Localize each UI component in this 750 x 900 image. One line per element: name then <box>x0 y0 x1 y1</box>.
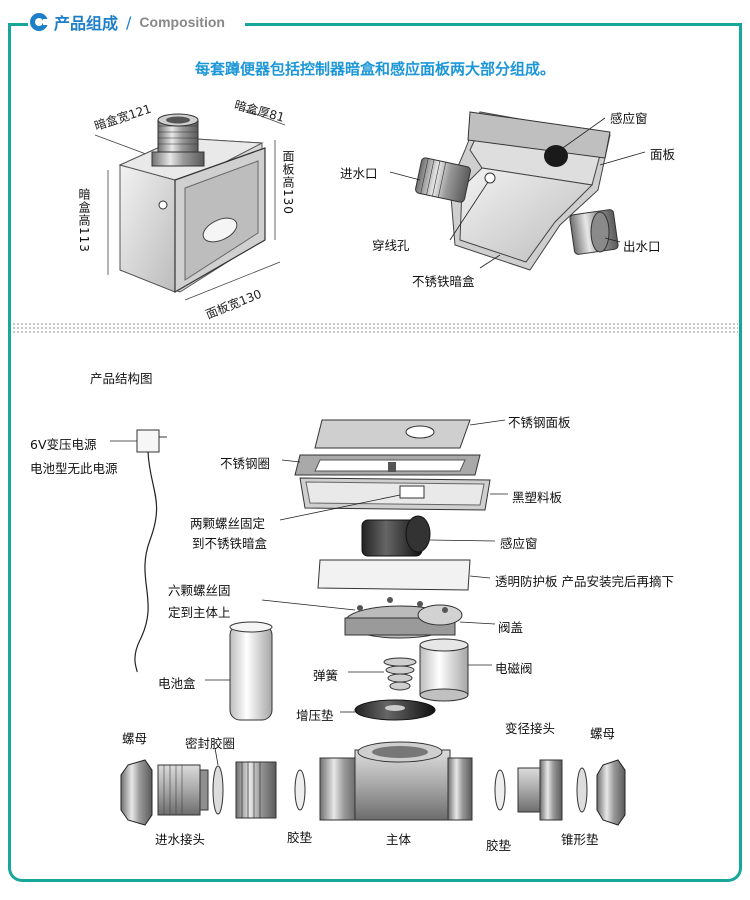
label-reducer: 变径接头 <box>505 721 556 736</box>
label-screws-six-line2: 定到主体上 <box>168 605 231 620</box>
label-box-height: 暗盒高113 <box>77 188 91 253</box>
exploded-view-drawing <box>110 419 626 826</box>
label-seal-ring: 密封胶圈 <box>185 736 236 751</box>
label-ss-panel: 不锈钢面板 <box>508 415 571 430</box>
dotted-divider <box>12 322 738 334</box>
label-water-outlet: 出水口 <box>623 239 661 254</box>
valve-box-drawing <box>389 111 646 271</box>
label-nut-left: 螺母 <box>122 731 148 746</box>
label-ss-ring: 不锈钢圈 <box>220 456 271 471</box>
label-ss-box: 不锈铁暗盒 <box>412 274 475 289</box>
label-main-body: 主体 <box>386 832 412 847</box>
label-structure-title: 产品结构图 <box>90 371 153 386</box>
label-protect-board: 透明防护板 产品安装完后再摘下 <box>495 574 674 589</box>
logo-icon <box>30 13 49 31</box>
label-panel-height: 面板高130 <box>281 150 295 215</box>
label-power-line2: 电池型无此电源 <box>30 461 118 476</box>
label-cone-pad: 锥形垫 <box>561 832 599 847</box>
page-frame <box>8 24 742 882</box>
label-panel: 面板 <box>650 147 676 162</box>
label-gasket-left: 胶垫 <box>287 830 313 845</box>
label-sensor-window-top: 感应窗 <box>610 111 648 126</box>
header-slash: / <box>126 12 132 32</box>
label-water-inlet: 进水口 <box>340 166 378 181</box>
label-valve-cover: 阀盖 <box>498 620 524 635</box>
label-pressure-pad: 增压垫 <box>296 708 334 723</box>
label-inlet-joint: 进水接头 <box>155 832 206 847</box>
label-solenoid: 电磁阀 <box>495 661 533 676</box>
label-spring: 弹簧 <box>313 668 339 683</box>
box-dimension-drawing <box>94 107 286 301</box>
header-title-cn: 产品组成 <box>54 14 119 33</box>
label-screws-six-line1: 六颗螺丝固 <box>168 583 231 598</box>
frame-top-right-line <box>245 23 742 26</box>
label-power-line1: 6V变压电源 <box>30 437 97 452</box>
section-header: 产品组成 / Composition <box>30 8 225 36</box>
header-title-en: Composition <box>139 14 225 30</box>
label-screws-two-line1: 两颗螺丝固定 <box>190 516 266 531</box>
label-battery-box: 电池盒 <box>158 676 196 691</box>
label-wire-hole: 穿线孔 <box>372 238 410 253</box>
label-sensor-window: 感应窗 <box>500 536 538 551</box>
label-gasket-right: 胶垫 <box>486 838 512 853</box>
page-subtitle: 每套蹲便器包括控制器暗盒和感应面板两大部分组成。 <box>194 60 555 78</box>
label-nut-right: 螺母 <box>590 726 616 741</box>
label-screws-two-line2: 到不锈铁暗盒 <box>192 536 268 551</box>
label-black-plate: 黑塑料板 <box>512 490 563 505</box>
